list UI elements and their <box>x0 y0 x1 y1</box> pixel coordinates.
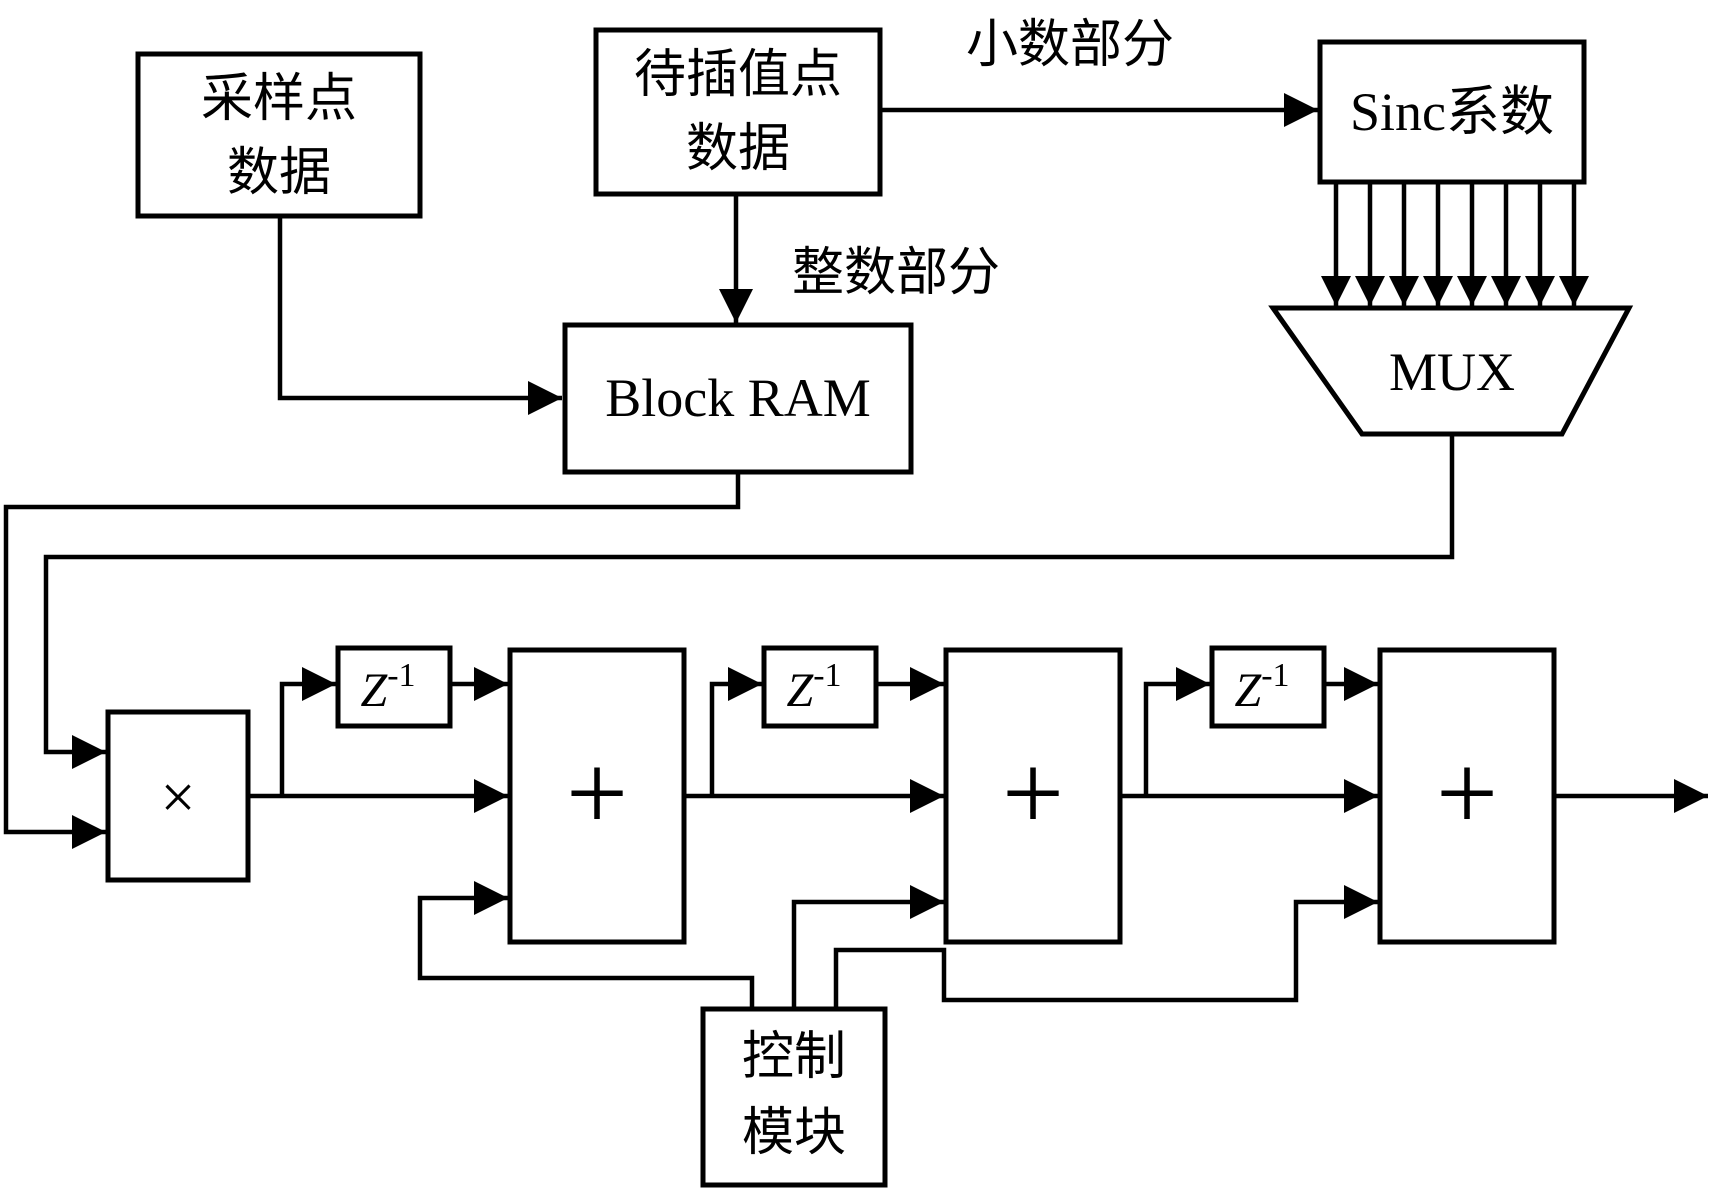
wire-mux-to-multiplier <box>43 434 1455 769</box>
multiply-symbol: × <box>161 764 196 832</box>
adder-block-1: + <box>507 647 687 945</box>
mux-label: MUX <box>1389 342 1515 402</box>
delay-block-3: Z-1 <box>1209 645 1327 729</box>
adder-symbol-1: + <box>566 732 628 854</box>
delay-label-2: Z-1 <box>786 657 841 717</box>
adder-symbol-2: + <box>1002 732 1064 854</box>
sample-data-block: 采样点 数据 <box>135 51 423 219</box>
control-module-label-1: 控制 <box>742 1027 846 1087</box>
sample-data-label-1: 采样点 <box>201 69 357 129</box>
wire-control-to-adder3 <box>833 885 1378 1007</box>
control-module-block: 控制 模块 <box>700 1006 888 1188</box>
integer-part-label: 整数部分 <box>792 243 1000 303</box>
block-ram: Block RAM <box>562 322 914 475</box>
multiplier-block: × <box>105 709 251 883</box>
coefficient-bus <box>1321 184 1589 306</box>
wire-sample-to-ram <box>277 218 562 415</box>
mux-block: MUX <box>1268 305 1634 437</box>
delay-label-3: Z-1 <box>1234 657 1289 717</box>
adder-symbol-3: + <box>1436 732 1498 854</box>
sample-data-label-2: 数据 <box>227 143 331 203</box>
delay-label-1: Z-1 <box>360 657 415 717</box>
wire-control-to-adder1 <box>417 881 755 1007</box>
interp-data-label-1: 待插值点 <box>634 45 842 105</box>
interp-data-label-2: 数据 <box>686 119 790 179</box>
sinc-coefficient-block: Sinc系数 <box>1317 39 1587 185</box>
delay-block-2: Z-1 <box>761 645 879 729</box>
adder-block-3: + <box>1377 647 1557 945</box>
wire-mult-to-delay1 <box>279 667 336 796</box>
control-module-label-2: 模块 <box>742 1103 846 1163</box>
wire-control-to-adder2 <box>791 885 944 1007</box>
sinc-coefficient-label: Sinc系数 <box>1350 82 1554 142</box>
interp-data-block: 待插值点 数据 <box>593 27 883 197</box>
fraction-part-label: 小数部分 <box>966 15 1174 75</box>
wire-adder1-to-delay2 <box>709 667 762 796</box>
block-ram-label: Block RAM <box>605 368 871 428</box>
delay-block-1: Z-1 <box>335 645 453 729</box>
adder-block-2: + <box>943 647 1123 945</box>
wire-adder2-to-delay3 <box>1143 667 1210 796</box>
wire-ram-to-multiplier <box>3 472 741 849</box>
